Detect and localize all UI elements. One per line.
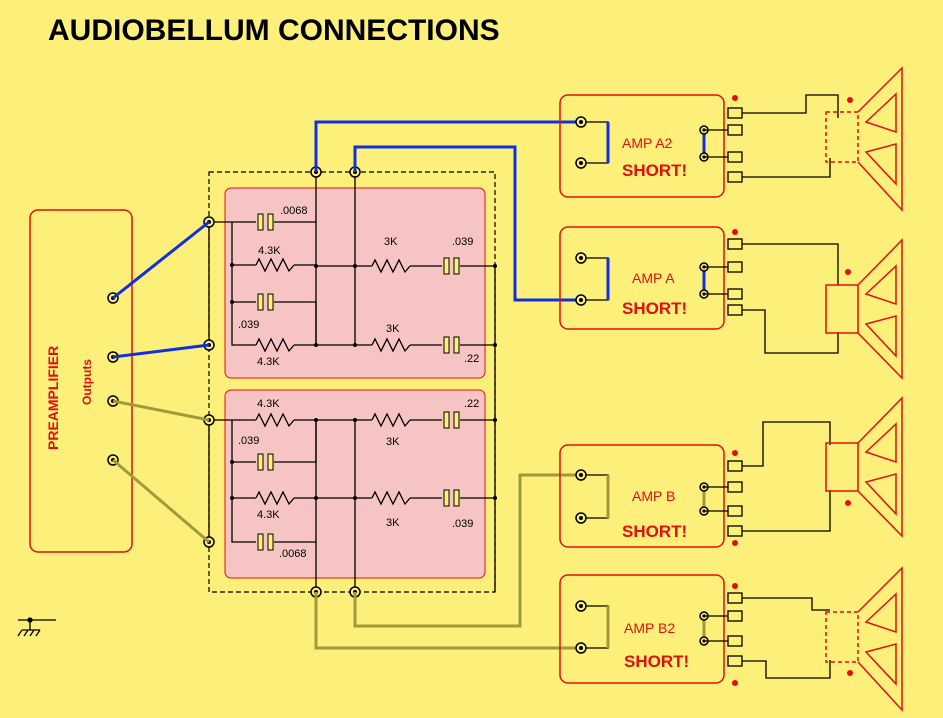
amp-input-jack[interactable] bbox=[575, 116, 587, 654]
amp-a2-note: SHORT! bbox=[622, 161, 687, 180]
filter-bottom-circuit bbox=[208, 266, 497, 592]
jumper-wire bbox=[704, 129, 728, 642]
amp-a2-name: AMP A2 bbox=[622, 135, 673, 151]
preamplifier-box: PREAMPLIFIER Outputs bbox=[29, 209, 133, 553]
amp-b-note: SHORT! bbox=[622, 522, 687, 541]
filter-top-c4: .22 bbox=[464, 353, 479, 365]
filter-top-r4: 3K bbox=[386, 323, 400, 335]
preamp-label: PREAMPLIFIER bbox=[45, 346, 61, 450]
preamp-output-jack[interactable] bbox=[107, 292, 119, 466]
filter-top-labels: .0068 4.3K 3K .039 .039 4.3K 3K .22 bbox=[238, 205, 479, 368]
filter-top-c2: .039 bbox=[452, 236, 473, 248]
preamp-sublabel: Outputs bbox=[80, 359, 94, 405]
filter-bottom-r3: 4.3K bbox=[257, 509, 280, 521]
filter-bottom-r4: 3K bbox=[386, 517, 400, 529]
filter-top-c1: .0068 bbox=[280, 205, 308, 217]
amp-b: AMP B SHORT! bbox=[559, 444, 725, 548]
polarity-dot bbox=[732, 95, 738, 686]
amp-b2-name: AMP B2 bbox=[624, 620, 675, 636]
speaker-wire bbox=[742, 94, 839, 679]
speaker-icon bbox=[825, 66, 903, 212]
ground-icon bbox=[17, 617, 56, 637]
binding-post[interactable] bbox=[727, 107, 743, 667]
resistor-symbol bbox=[255, 257, 411, 353]
filter-bottom-c2: .22 bbox=[464, 398, 479, 410]
filter-bottom-labels: 4.3K .039 3K .22 4.3K .0068 3K .039 bbox=[238, 398, 479, 560]
resistor-symbol bbox=[255, 412, 411, 506]
capacitor-symbol bbox=[257, 411, 460, 551]
amp-a-name: AMP A bbox=[632, 270, 675, 286]
capacitor-symbol bbox=[257, 213, 460, 354]
filter-bottom-r2: 3K bbox=[386, 436, 400, 448]
speaker-icon bbox=[825, 566, 903, 712]
filter-top-r1: 4.3K bbox=[258, 245, 281, 257]
amp-b2-note: SHORT! bbox=[624, 652, 689, 671]
cable-blue bbox=[112, 120, 581, 359]
filter-bottom-c3: .0068 bbox=[279, 548, 307, 560]
speaker-icon bbox=[825, 238, 903, 380]
amp-b-name: AMP B bbox=[632, 488, 675, 504]
filter-bottom-r1: 4.3K bbox=[257, 398, 280, 410]
amp-b2: AMP B2 SHORT! bbox=[559, 574, 725, 684]
filter-top-c3: .039 bbox=[238, 319, 259, 331]
filter-bottom-c4: .039 bbox=[452, 518, 473, 530]
page-title: AUDIOBELLUM CONNECTIONS bbox=[48, 14, 500, 47]
filter-top-r2: 3K bbox=[384, 236, 398, 248]
cable-olive bbox=[112, 399, 581, 650]
filter-bottom-c1: .039 bbox=[238, 435, 259, 447]
filter-top-r3: 4.3K bbox=[257, 356, 280, 368]
amp-a: AMP A SHORT! bbox=[559, 226, 725, 330]
amp-a-note: SHORT! bbox=[622, 299, 687, 318]
filter-top-circuit bbox=[208, 172, 497, 347]
amp-bridge-jack[interactable] bbox=[699, 125, 709, 646]
amp-a2: AMP A2 SHORT! bbox=[559, 94, 725, 198]
speaker-icon bbox=[825, 396, 903, 538]
